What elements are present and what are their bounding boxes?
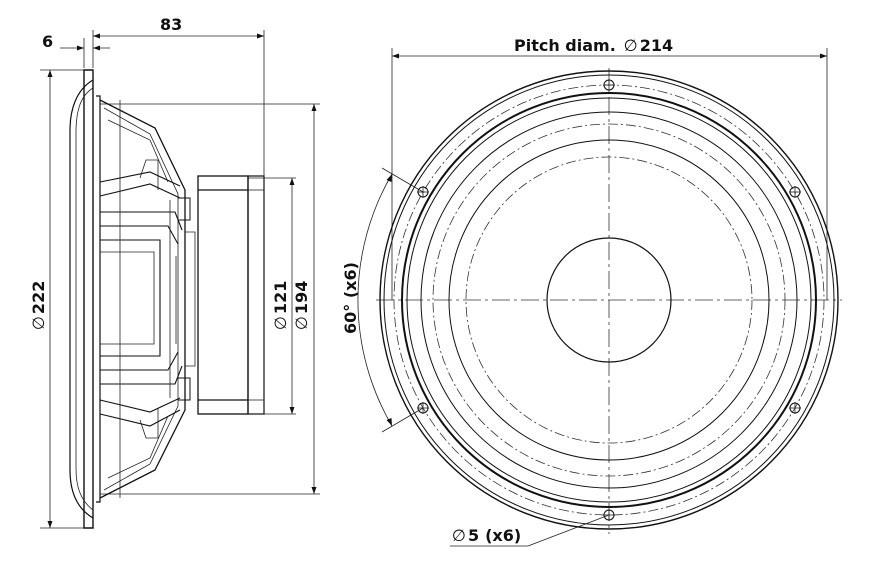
flange-thickness-label: 6 bbox=[42, 32, 53, 51]
overall-depth-label: 83 bbox=[160, 15, 182, 34]
mount-diameter-label: ∅194 bbox=[292, 281, 311, 330]
angle-label: 60° (x6) bbox=[341, 262, 360, 334]
diameter-symbol: ∅ bbox=[29, 316, 48, 330]
overall-depth-dimension: 83 bbox=[93, 15, 265, 178]
frame-diameter-dimension: ∅222 bbox=[29, 69, 90, 529]
magnet-diameter-label: ∅121 bbox=[271, 281, 290, 330]
frame-diameter-label: ∅222 bbox=[29, 281, 48, 330]
front-view: Pitch diam.∅214 bbox=[341, 36, 842, 547]
mounting-holes bbox=[417, 79, 801, 521]
mount-diameter-dimension: ∅194 bbox=[100, 103, 320, 495]
pitch-diameter-label: Pitch diam.∅214 bbox=[514, 36, 673, 55]
magnet-diameter-dimension: ∅121 bbox=[248, 177, 296, 415]
side-view: 6 83 ∅222 ∅121 bbox=[29, 15, 320, 529]
angle-dimension: 60° (x6) bbox=[341, 167, 424, 433]
hole-diameter-label: ∅5(x6) bbox=[452, 526, 521, 545]
hole-callout: ∅5(x6) bbox=[450, 514, 610, 547]
